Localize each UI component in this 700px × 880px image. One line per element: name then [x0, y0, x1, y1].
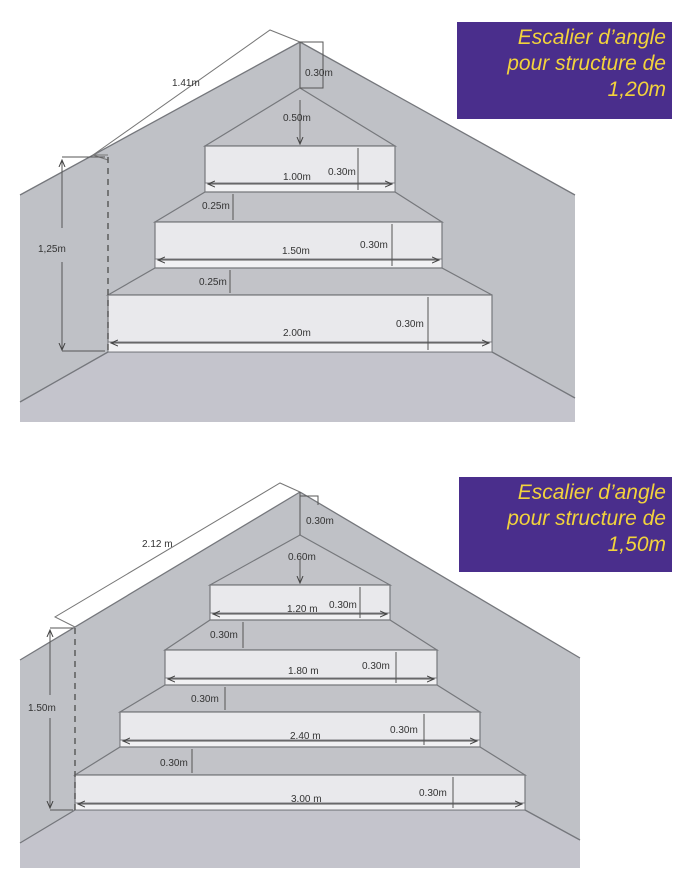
step-1-width-label: 1.20 m: [287, 604, 318, 615]
step-1-height-label: 0.30m: [329, 600, 357, 611]
roof-length-label: 2.12 m: [142, 539, 173, 550]
step-2-gap-label: 0.30m: [191, 694, 219, 705]
step-3-height-label: 0.30m: [390, 725, 418, 736]
step-1-gap-label: 0.30m: [210, 630, 238, 641]
stair-diagram-2: 2.12 m 0.30m 0.60m 1.50m 1.20 m 0.30m 0.…: [19, 482, 581, 868]
top-gap-label: 0.60m: [288, 552, 316, 563]
step-1-gap-label: 0.25m: [202, 201, 230, 212]
diagram-1-title: Escalier d’angle pour structure de 1,20m: [457, 22, 672, 119]
step-2-width-label: 1.80 m: [288, 666, 319, 677]
step-2-height-label: 0.30m: [362, 661, 390, 672]
peak-height-label: 0.30m: [305, 68, 333, 79]
diagram-2-title: Escalier d’angle pour structure de 1,50m: [459, 477, 672, 572]
step-3-height-label: 0.30m: [396, 319, 424, 330]
roof-length-label: 1.41m: [172, 78, 200, 89]
step-4-height-label: 0.30m: [419, 788, 447, 799]
floor: [20, 352, 575, 422]
peak-height-label: 0.30m: [306, 516, 334, 527]
step-3-width-label: 2.00m: [283, 328, 311, 339]
step-1-height-label: 0.30m: [328, 167, 356, 178]
step-3-width-label: 2.40 m: [290, 731, 321, 742]
step-3-gap-label: 0.30m: [160, 758, 188, 769]
step-1-width-label: 1.00m: [283, 172, 311, 183]
step-4-width-label: 3.00 m: [291, 794, 322, 805]
stair-diagram-1: 1.41m 0.30m 0.50m 1,25m 1.00m 0.30m 0.25…: [19, 29, 576, 422]
total-height-label: 1,25m: [38, 244, 66, 255]
step-2-height-label: 0.30m: [360, 240, 388, 251]
step-2-width-label: 1.50m: [282, 246, 310, 257]
step-2-gap-label: 0.25m: [199, 277, 227, 288]
total-height-label: 1.50m: [28, 703, 56, 714]
top-gap-label: 0.50m: [283, 113, 311, 124]
floor: [20, 810, 580, 868]
